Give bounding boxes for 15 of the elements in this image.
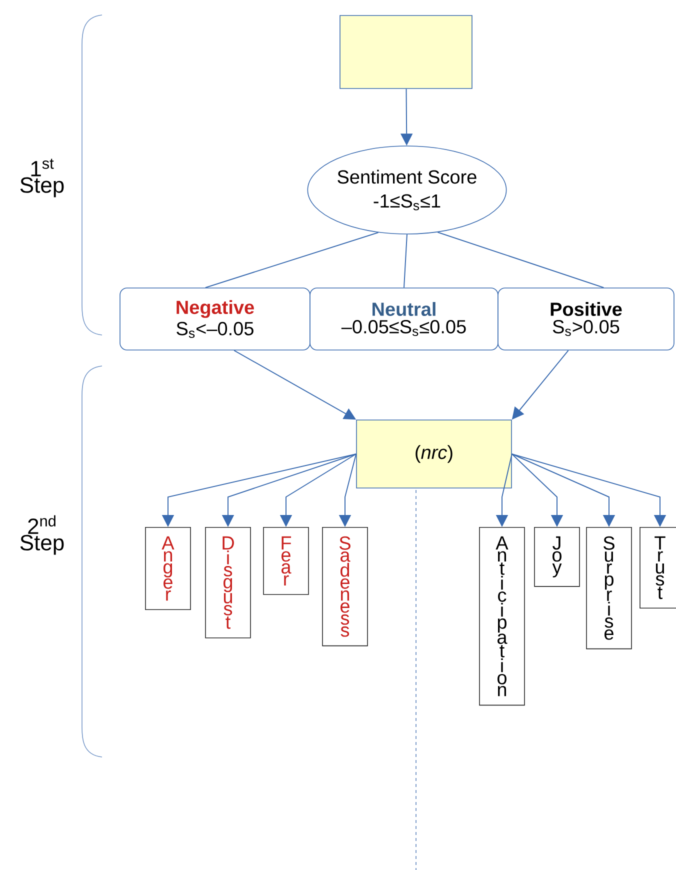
emotion-box: Trust	[640, 527, 676, 608]
emotion-box: Fear	[263, 527, 309, 595]
emotion-box: Anger	[145, 527, 191, 610]
category-box: Neutral –0.05≤S$_{s}$≤0.05	[310, 288, 498, 350]
step-label: 2$^{nd}$ Step	[20, 515, 64, 555]
step-label: 1$^{st}$ Step	[20, 158, 64, 198]
category-box: Positive S$_{s}$>0.05	[498, 288, 674, 350]
tool-box	[340, 15, 472, 89]
emotion-box: Anticipation	[479, 527, 525, 706]
emotion-box: Disgust	[205, 527, 251, 638]
emotion-box: Sadeness	[322, 527, 368, 646]
category-box: Negative S$_{s}$<–0.05	[120, 288, 310, 350]
emotion-box: Surprise	[586, 527, 632, 650]
emotion-box: Joy	[534, 527, 580, 587]
tool-box: (nrc)	[356, 420, 512, 488]
